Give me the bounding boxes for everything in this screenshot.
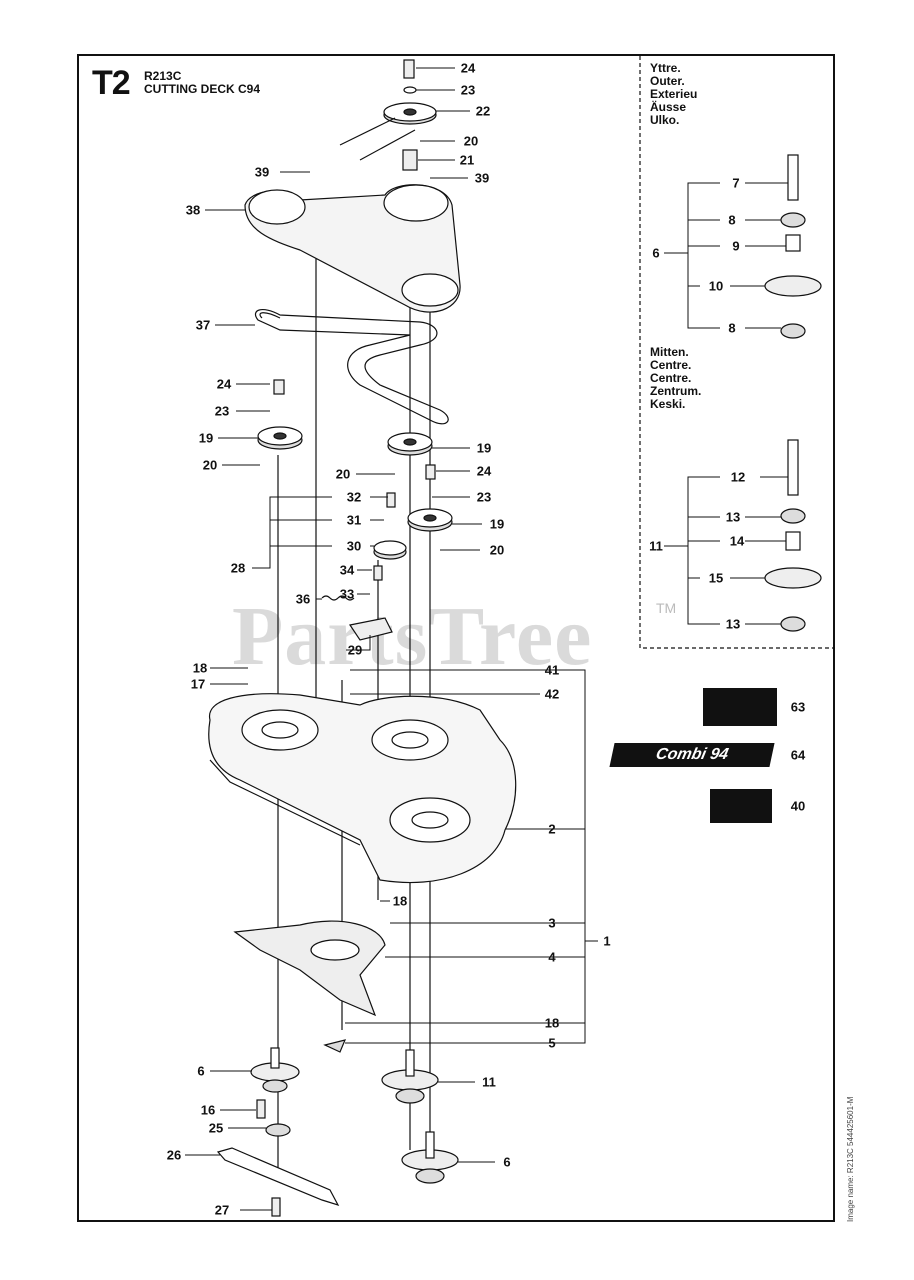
callout-20: 20 [489,542,505,558]
callout-23: 23 [476,489,492,505]
callout-19: 19 [198,430,214,446]
inset-outer-labels: Yttre. Outer. Exterieu Äusse Ulko. [650,62,697,127]
callout-26: 26 [166,1147,182,1163]
callout-3: 3 [548,915,556,931]
callout-18: 18 [544,1015,560,1031]
callout-36: 36 [295,591,311,607]
callout-11: 11 [482,1074,496,1090]
inset-center-labels: Mitten. Centre. Centre. Zentrum. Keski. [650,346,701,411]
callout-6: 6 [652,245,660,261]
callout-24: 24 [216,376,232,392]
center-label: Zentrum. [650,384,702,398]
callout-38: 38 [185,202,201,218]
callout-11: 11 [649,538,663,554]
decal-40 [710,789,772,823]
callout-19: 19 [489,516,505,532]
model-number: R213C [144,69,182,83]
callout-37: 37 [195,317,211,333]
callout-7: 7 [732,175,740,191]
callout-34: 34 [339,562,355,578]
callout-39: 39 [474,170,490,186]
callout-40: 40 [790,798,806,814]
callout-15: 15 [708,570,724,586]
callout-32: 32 [346,489,362,505]
outer-label: Exterieu [650,87,698,101]
callout-39: 39 [254,164,270,180]
center-label: Mitten. [650,345,689,359]
callout-9: 9 [732,238,740,254]
callout-63: 63 [790,699,806,715]
callout-6: 6 [503,1154,511,1170]
callout-28: 28 [230,560,246,576]
callout-29: 29 [347,642,363,658]
callout-23: 23 [460,82,476,98]
callout-13: 13 [725,616,741,632]
callout-24: 24 [460,60,476,76]
callout-4: 4 [548,949,556,965]
diagram-frame [77,54,835,1222]
callout-23: 23 [214,403,230,419]
watermark: PartsTree [232,590,593,683]
callout-12: 12 [730,469,746,485]
callout-27: 27 [214,1202,230,1218]
callout-20: 20 [335,466,351,482]
callout-18: 18 [392,893,408,909]
center-label: Keski. [650,397,686,411]
outer-label: Ulko. [650,113,680,127]
callout-17: 17 [190,676,206,692]
callout-14: 14 [729,533,745,549]
callout-18: 18 [192,660,208,676]
callout-33: 33 [339,586,355,602]
outer-label: Outer. [650,74,685,88]
callout-19: 19 [476,440,492,456]
center-label: Centre. [650,371,692,385]
callout-31: 31 [346,512,362,528]
outer-label: Äusse [650,100,687,114]
callout-8: 8 [728,320,736,336]
trademark: TM [656,600,677,616]
callout-8: 8 [728,212,736,228]
page-code: T2 [92,64,131,102]
callout-1: 1 [603,933,611,949]
callout-13: 13 [725,509,741,525]
callout-16: 16 [200,1102,216,1118]
callout-41: 41 [544,662,560,678]
callout-20: 20 [463,133,479,149]
callout-30: 30 [346,538,362,554]
callout-6: 6 [197,1063,205,1079]
callout-10: 10 [708,278,724,294]
callout-2: 2 [548,821,556,837]
decal-63 [703,688,777,726]
callout-21: 21 [459,152,475,168]
callout-20: 20 [202,457,218,473]
decal-64: Combi 94 [609,743,775,767]
outer-label: Yttre. [650,61,681,75]
callout-24: 24 [476,463,492,479]
callout-64: 64 [790,747,806,763]
center-label: Centre. [650,358,692,372]
callout-42: 42 [544,686,560,702]
callout-22: 22 [475,103,491,119]
callout-5: 5 [548,1035,556,1051]
page-title: R213C CUTTING DECK C94 [144,70,260,96]
assembly-name: CUTTING DECK C94 [144,82,261,96]
callout-25: 25 [208,1120,224,1136]
